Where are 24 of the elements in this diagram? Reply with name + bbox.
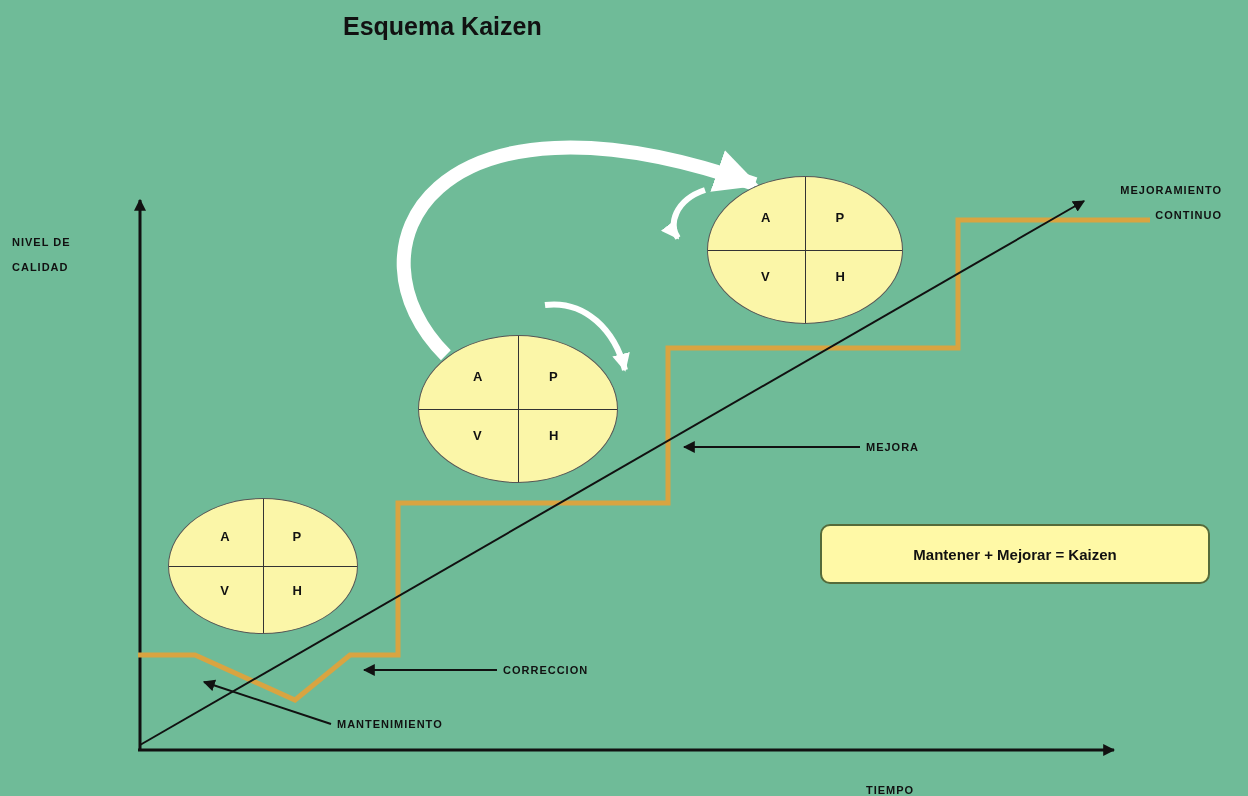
quadrant-letter: V [760,268,770,284]
axis-label: MEJORAMIENTO CONTINUO [1119,183,1222,223]
callout-text: MEJORA [866,441,920,453]
quadrant-letter: H [835,268,845,284]
quadrant-letter: H [549,427,559,443]
quadrant-letter: H [292,583,302,599]
title: Esquema Kaizen [343,12,542,41]
quadrant-letter: V [220,583,229,599]
quadrant-letter: P [835,209,845,225]
quadrant-letter: A [760,209,771,225]
quadrant-letter: V [473,427,482,443]
axis-label: TIEMPO [866,783,916,796]
curved-arrow [396,141,760,360]
quadrant-letter: A [473,368,483,384]
leader-arrow [682,441,861,453]
formula-box: Mantener + Mejorar = Kaizen [820,524,1210,584]
quadrant-letter: A [220,528,230,544]
quadrant-letter: P [292,528,302,544]
leader-arrow [362,664,498,676]
quadrant-letter: P [549,368,558,384]
callout-text: MANTENIMIENTO [337,718,443,730]
callout-text: CORRECCION [503,664,589,676]
axis-label: NIVEL DE CALIDAD [12,235,72,275]
leader-arrow [202,679,332,725]
